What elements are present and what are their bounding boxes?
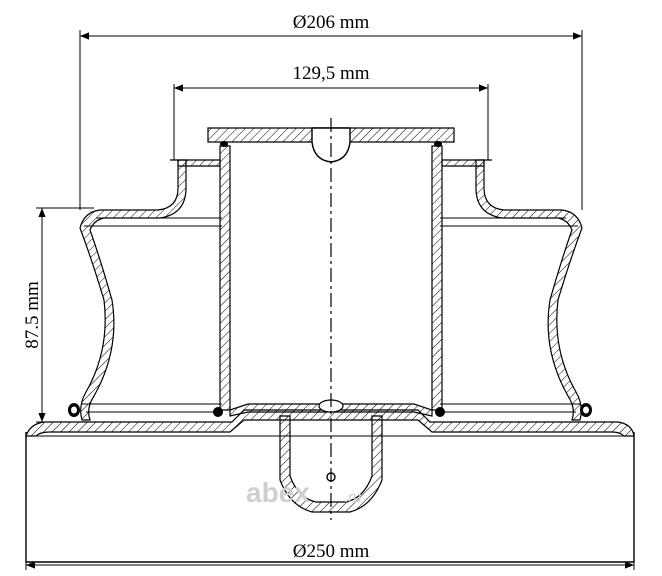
label-top-diameter: Ø206 mm bbox=[293, 12, 370, 33]
dimension-top-diameter: Ø206 mm bbox=[79, 12, 583, 210]
label-height: 87.5 mm bbox=[22, 281, 43, 349]
label-top-width: 129,5 mm bbox=[292, 63, 369, 84]
dimension-top-width: 129,5 mm bbox=[173, 63, 489, 160]
dimension-bottom-diameter: Ø250 mm bbox=[25, 541, 635, 570]
left-bellows bbox=[79, 159, 222, 421]
dimension-height: 87.5 mm bbox=[22, 207, 94, 423]
watermark-domain: .ru bbox=[344, 489, 362, 506]
watermark-text: abex bbox=[246, 477, 310, 508]
watermark-logo: abex .ru bbox=[246, 477, 362, 508]
right-bellows bbox=[440, 159, 583, 421]
base-body bbox=[25, 409, 635, 563]
seal-rings bbox=[68, 141, 592, 417]
label-bottom-diameter: Ø250 mm bbox=[293, 541, 370, 562]
